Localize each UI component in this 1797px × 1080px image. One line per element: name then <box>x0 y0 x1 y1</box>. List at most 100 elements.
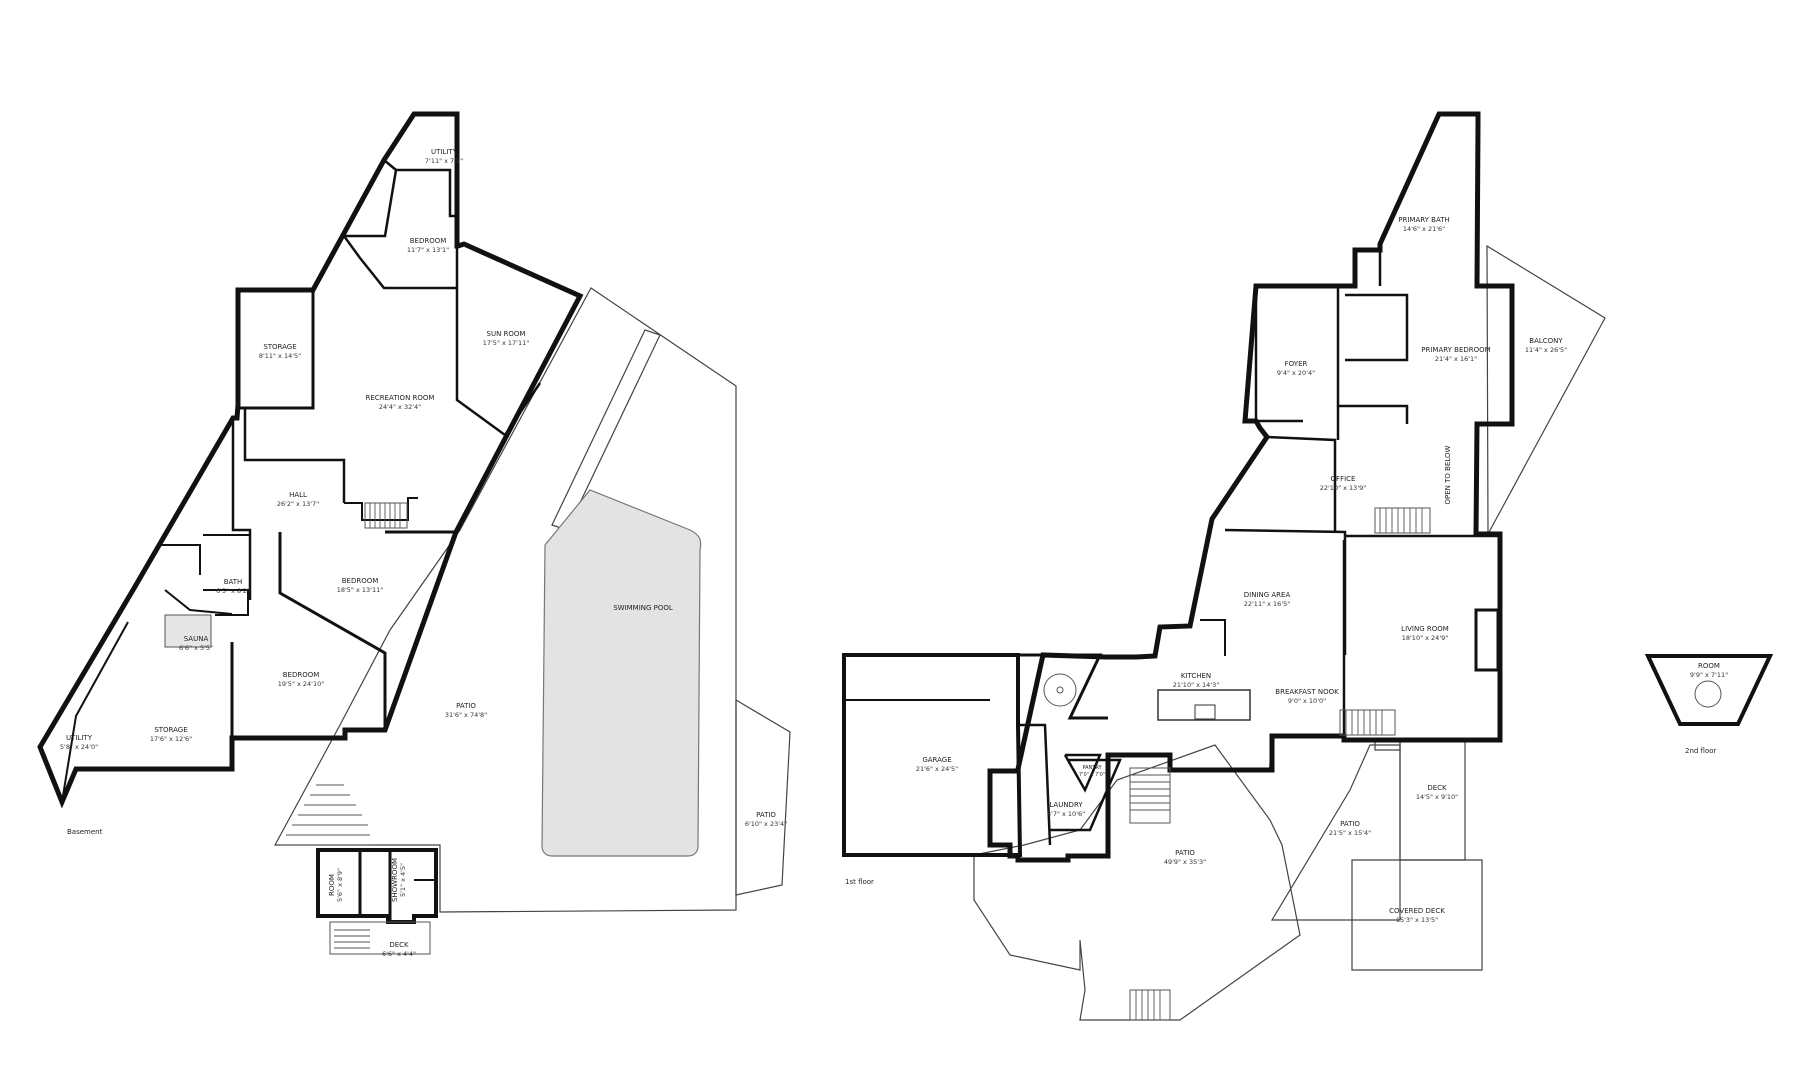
balcony-dims: 11'4" x 26'5" <box>1525 346 1567 354</box>
balcony-label: BALCONY <box>1529 337 1563 345</box>
breakfast-nook-label: BREAKFAST NOOK <box>1275 688 1339 696</box>
kitchen-dims: 21'10" x 14'3" <box>1173 681 1219 689</box>
first-floor-label: 1st floor <box>845 878 874 886</box>
room-small-dims: 5'6" x 8'9" <box>336 868 344 902</box>
bath-dims: 6'5" x 8'2" <box>216 587 250 595</box>
spiral-stair <box>1043 673 1077 707</box>
patio-side-label: PATIO <box>756 811 776 819</box>
sauna-label: SAUNA <box>184 635 209 643</box>
garage-dims: 21'6" x 24'5" <box>916 765 958 773</box>
storage-top-dims: 8'11" x 14'5" <box>259 352 301 360</box>
dining-area-dims: 22'11" x 16'5" <box>1244 600 1290 608</box>
kitchen-label: KITCHEN <box>1181 672 1211 680</box>
kitchen-island <box>1157 689 1251 721</box>
basement-interior-walls <box>61 159 542 803</box>
patio-side-dims: 6'10" x 23'4" <box>745 820 787 828</box>
hall-label: HALL <box>289 491 307 499</box>
deck-small-label: DECK <box>389 941 409 949</box>
patio-main-label: PATIO <box>456 702 476 710</box>
patio-center-dims: 49'9" x 35'3" <box>1164 858 1206 866</box>
first-interior-walls <box>1010 248 1500 846</box>
second-floor-spiral-stair <box>1694 680 1722 708</box>
utility-low-dims: 5'8" x 24'0" <box>60 743 98 751</box>
deck-label: DECK <box>1427 784 1447 792</box>
covered-deck-dims: 15'3" x 13'5" <box>1396 916 1438 924</box>
fireplace <box>1474 608 1500 672</box>
storage-top-label: STORAGE <box>263 343 296 351</box>
patio-outline <box>273 287 737 913</box>
garage-label: GARAGE <box>922 756 951 764</box>
sun-room-dims: 17'5" x 17'11" <box>483 339 529 347</box>
recreation-room-label: RECREATION ROOM <box>366 394 435 402</box>
bedroom-top-label: BEDROOM <box>410 237 447 245</box>
bedroom-low-label: BEDROOM <box>283 671 320 679</box>
covered-deck-label: COVERED DECK <box>1389 907 1445 915</box>
recreation-room-dims: 24'4" x 32'4" <box>379 403 421 411</box>
cooktop <box>1194 704 1216 720</box>
laundry-label: LAUNDRY <box>1049 801 1083 809</box>
second-floor-wall <box>1644 654 1774 726</box>
bedroom-top-dims: 11'7" x 13'1" <box>407 246 449 254</box>
deck-small-outline <box>329 921 431 955</box>
living-room-label: LIVING ROOM <box>1401 625 1449 633</box>
office-label: OFFICE <box>1331 475 1356 483</box>
patio-right-label: PATIO <box>1340 820 1360 828</box>
bedroom-mid-label: BEDROOM <box>342 577 379 585</box>
garage-wall <box>842 653 1023 857</box>
breakfast-nook-dims: 9'0" x 10'0" <box>1288 697 1326 705</box>
pantry-dims: 7'0" x 7'0" <box>1079 772 1105 778</box>
primary-bath-dims: 14'6" x 21'6" <box>1403 225 1445 233</box>
open-below-label: OPEN TO BELOW <box>1444 445 1452 504</box>
patio-stairs <box>280 784 370 846</box>
sauna-bench <box>164 614 212 648</box>
bath-label: BATH <box>224 578 243 586</box>
swimming-pool <box>541 489 702 857</box>
storage-low-label: STORAGE <box>154 726 187 734</box>
basement-plan: UTILITY 7'11" x 7'5" BEDROOM 11'7" x 13'… <box>37 111 791 958</box>
patio-main-dims: 31'6" x 74'8" <box>445 711 487 719</box>
living-room-dims: 18'10" x 24'9" <box>1402 634 1448 642</box>
showroom-dims: 5'1" x 4'5" <box>399 863 407 897</box>
storage-low-dims: 17'6" x 12'6" <box>150 735 192 743</box>
second-room-dims: 9'9" x 7'11" <box>1690 671 1728 679</box>
deck-small-dims: 6'6" x 4'4" <box>382 950 416 958</box>
dining-area-label: DINING AREA <box>1244 591 1291 599</box>
second-room-label: ROOM <box>1698 662 1720 670</box>
primary-bath-label: PRIMARY BATH <box>1398 216 1449 224</box>
first-floor-stairs <box>1129 507 1431 1021</box>
hall-dims: 26'2" x 13'7" <box>277 500 319 508</box>
second-floor-plan: ROOM 9'9" x 7'11" 2nd floor <box>1644 654 1774 755</box>
bedroom-low-dims: 19'5" x 24'10" <box>278 680 324 688</box>
sauna-dims: 6'6" x 5'5" <box>179 644 213 652</box>
patio-right-dims: 21'5" x 15'4" <box>1329 829 1371 837</box>
deck-stairs <box>334 929 370 949</box>
pantry-label: PANTRY <box>1082 765 1102 771</box>
sun-room-label: SUN ROOM <box>487 330 526 338</box>
bedroom-mid-dims: 18'5" x 13'11" <box>337 586 383 594</box>
office-dims: 22'10" x 13'9" <box>1320 484 1366 492</box>
patio-center-outline <box>973 744 1301 1021</box>
spiral-stair-core <box>1056 686 1064 694</box>
basement-floor-label: Basement <box>67 828 103 836</box>
primary-bedroom-label: PRIMARY BEDROOM <box>1421 346 1490 354</box>
patio-right-area <box>1270 744 1401 921</box>
covered-deck-outline <box>1351 859 1483 971</box>
patio-center-label: PATIO <box>1175 849 1195 857</box>
utility-low-label: UTILITY <box>66 734 93 742</box>
balcony-outline <box>1486 244 1606 535</box>
foyer-label: FOYER <box>1285 360 1308 368</box>
room-small-label: ROOM <box>328 874 336 896</box>
basement-inner-stairs <box>364 502 408 529</box>
swimming-pool-label: SWIMMING POOL <box>613 604 673 612</box>
utility-top-label: UTILITY <box>431 148 458 156</box>
showroom-label: SHOWROOM <box>391 858 399 902</box>
deck-dims: 14'5" x 9'10" <box>1416 793 1458 801</box>
laundry-dims: 8'7" x 10'6" <box>1047 810 1085 818</box>
utility-top-dims: 7'11" x 7'5" <box>425 157 463 165</box>
first-floor-plan: PRIMARY BATH 14'6" x 21'6" FOYER 9'4" x … <box>842 111 1606 1021</box>
primary-bedroom-dims: 21'4" x 16'1" <box>1435 355 1477 363</box>
basement-labels: UTILITY 7'11" x 7'5" BEDROOM 11'7" x 13'… <box>60 148 787 958</box>
first-floor-labels: PRIMARY BATH 14'6" x 21'6" FOYER 9'4" x … <box>916 216 1567 924</box>
patio-side-outline <box>735 698 791 896</box>
